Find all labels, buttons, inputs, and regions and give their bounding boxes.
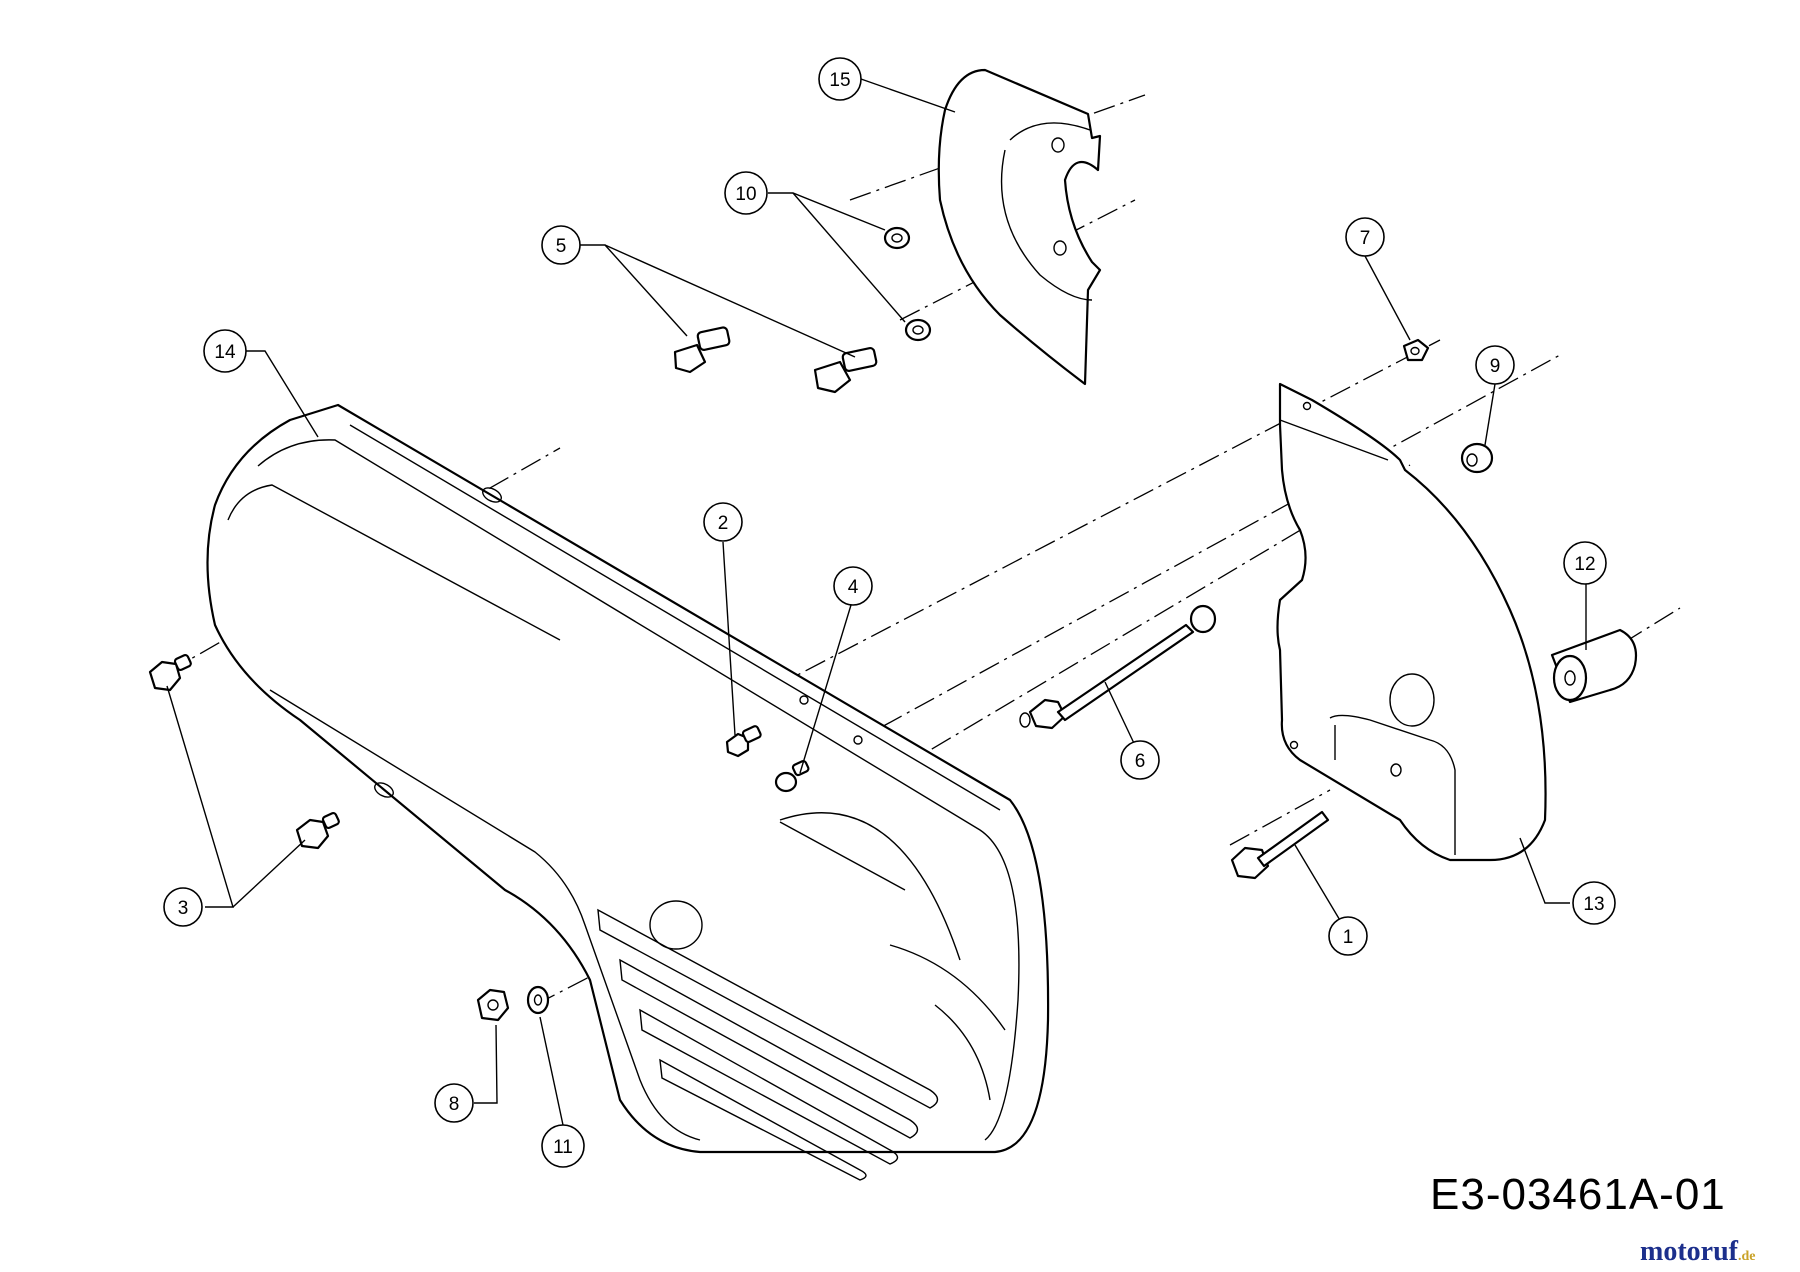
chute-cover-bracket (937, 68, 1102, 386)
brand-suffix: .de (1737, 1249, 1756, 1264)
hardware (148, 226, 1638, 1022)
callout-2: 2 (703, 502, 743, 542)
callout-8: 8 (434, 1083, 474, 1123)
callout-13: 13 (1572, 881, 1616, 925)
svg-text:10: 10 (735, 184, 756, 205)
shaft-bolt-6 (1019, 604, 1217, 730)
hex-nut-8 (476, 988, 510, 1022)
callout-9: 9 (1475, 345, 1515, 385)
callout-4: 4 (833, 566, 873, 606)
svg-text:14: 14 (214, 342, 236, 363)
lock-washer-10a (883, 226, 911, 250)
svg-text:4: 4 (848, 577, 859, 598)
callout-10: 10 (724, 171, 768, 215)
svg-text:5: 5 (556, 236, 567, 257)
belt-cover (206, 403, 1050, 1181)
svg-text:6: 6 (1135, 751, 1146, 772)
brand-name: motoruf (1640, 1236, 1738, 1267)
svg-text:15: 15 (829, 70, 850, 91)
callout-11: 11 (541, 1124, 585, 1168)
svg-text:2: 2 (718, 513, 729, 534)
hex-screw-4 (774, 759, 810, 793)
svg-text:13: 13 (1583, 894, 1604, 915)
callout-1: 1 (1328, 916, 1368, 956)
callout-14: 14 (203, 329, 247, 373)
washer-11 (526, 985, 550, 1015)
callout-7: 7 (1345, 217, 1385, 257)
svg-text:12: 12 (1574, 554, 1595, 575)
drawing-code: E3-03461A-01 (1430, 1170, 1726, 1219)
lock-washer-10b (904, 318, 932, 342)
callout-6: 6 (1120, 740, 1160, 780)
flange-bolt-3b (295, 811, 340, 850)
brand-logo: motoruf.de (1640, 1236, 1755, 1268)
long-bolt-1 (1230, 810, 1330, 880)
callout-12: 12 (1563, 541, 1607, 585)
hex-bolt-5b (813, 346, 878, 394)
svg-text:9: 9 (1490, 356, 1501, 377)
belt-guard-plate (1276, 382, 1547, 862)
svg-text:1: 1 (1343, 927, 1354, 948)
flange-nut-7 (1402, 338, 1430, 362)
hex-screw-2 (725, 725, 762, 758)
hex-bolt-5a (673, 326, 731, 374)
flange-nut-9 (1460, 442, 1494, 474)
svg-text:8: 8 (449, 1094, 460, 1115)
flange-bolt-3a (148, 653, 192, 692)
callout-15: 15 (818, 57, 862, 101)
callout-3: 3 (163, 887, 203, 927)
spacer-12 (1550, 628, 1638, 704)
svg-text:3: 3 (178, 898, 189, 919)
svg-text:11: 11 (553, 1137, 573, 1158)
svg-text:7: 7 (1360, 228, 1371, 249)
callout-5: 5 (541, 225, 581, 265)
